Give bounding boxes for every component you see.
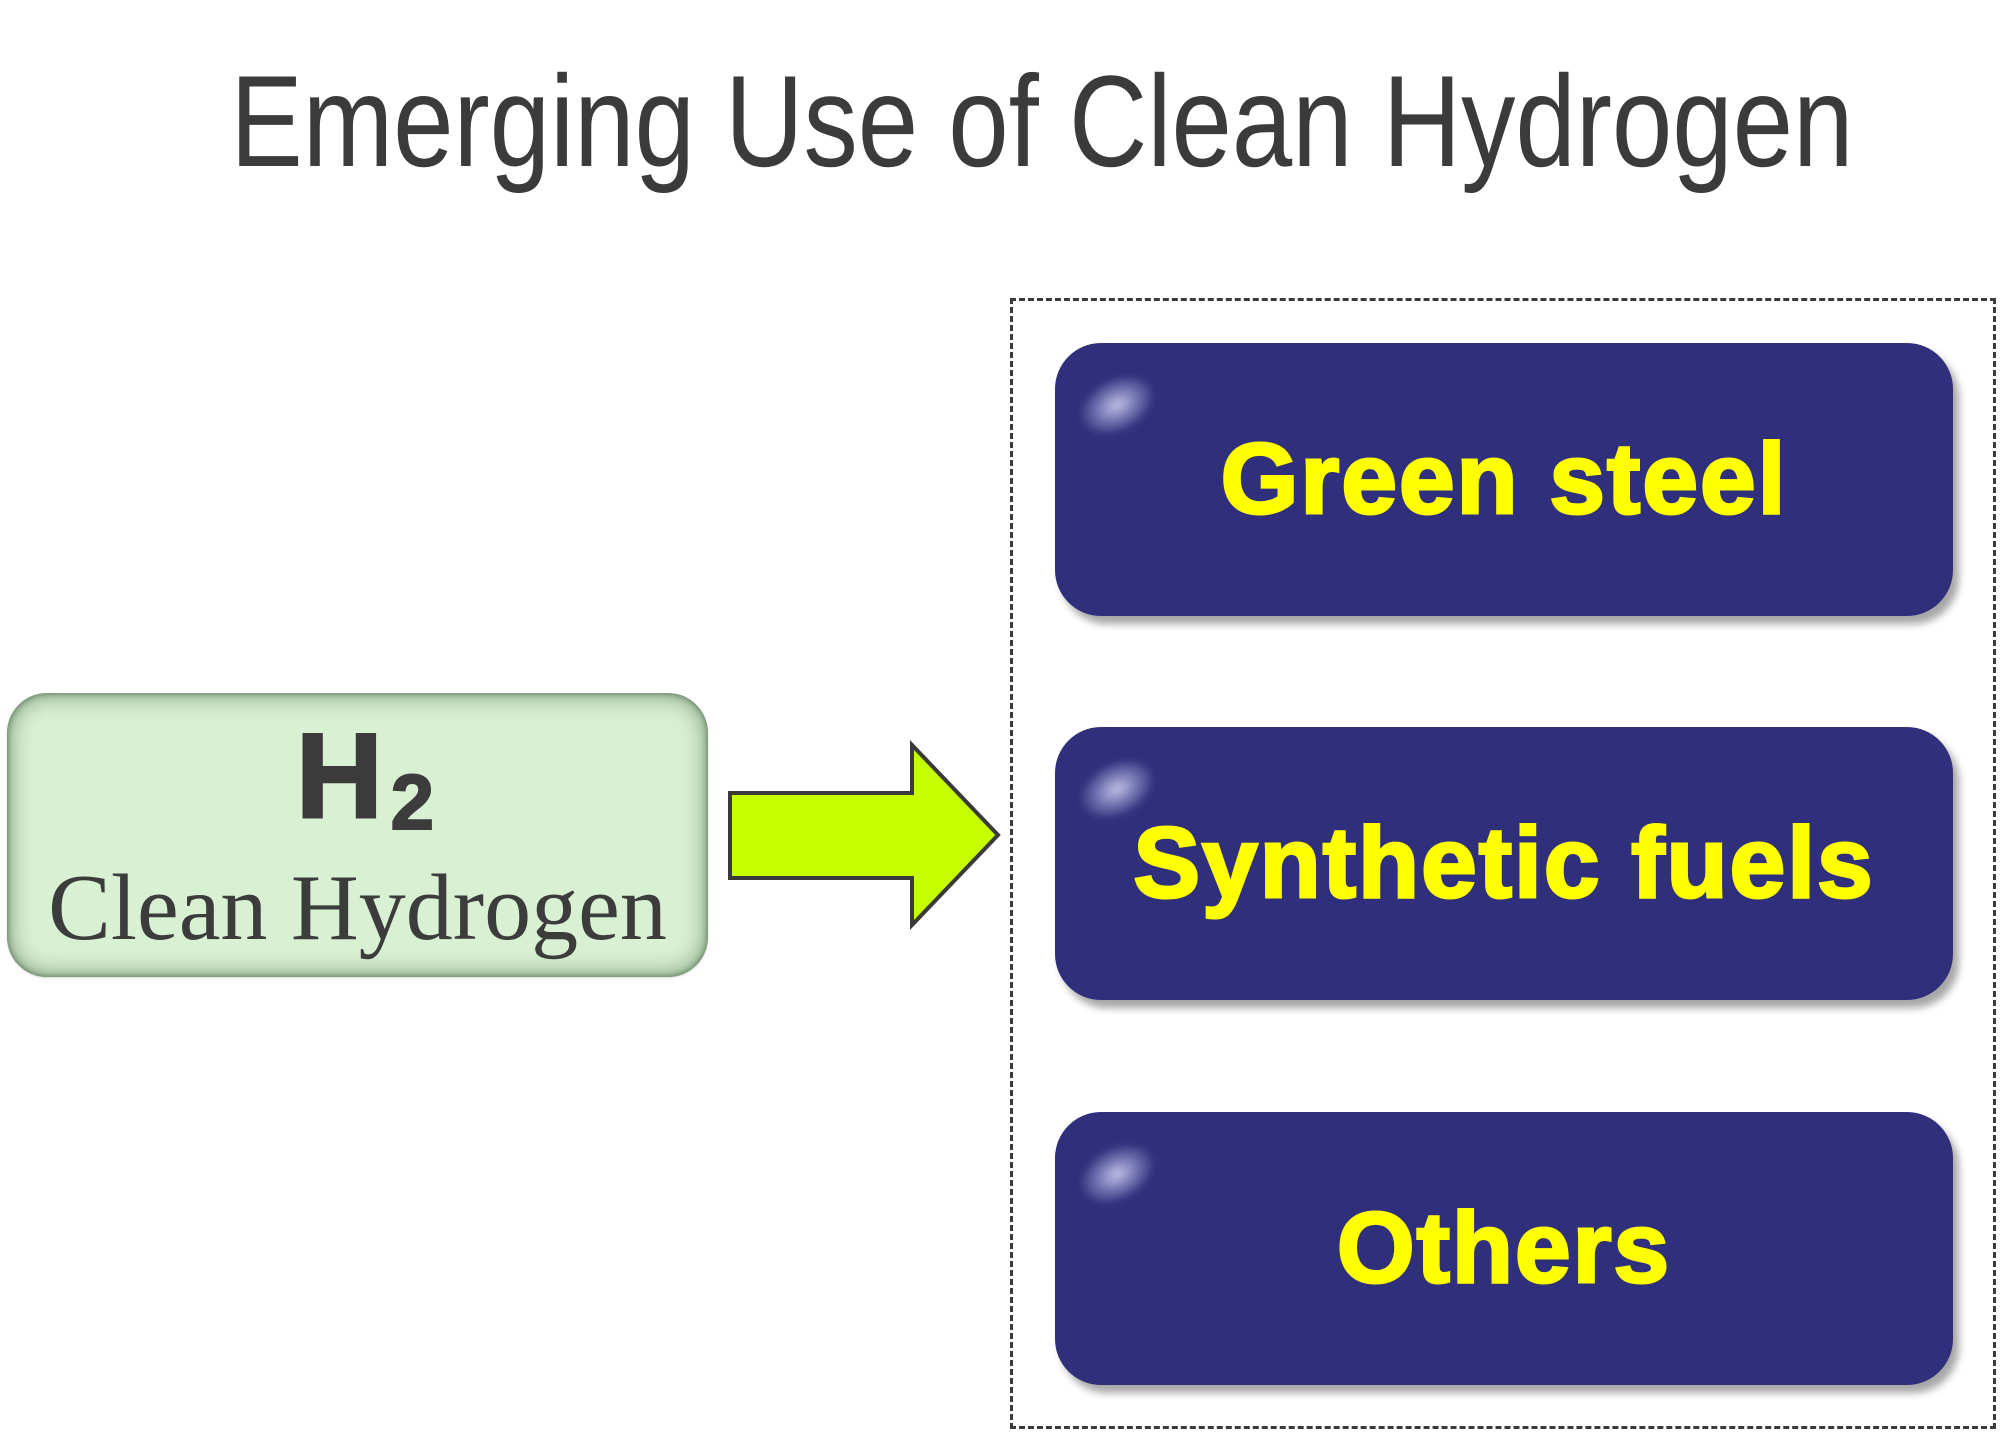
- h2-symbol: H: [295, 709, 385, 843]
- use-box-green-steel: Green steel: [1055, 343, 1953, 616]
- use-label: Green steel: [1219, 422, 1788, 537]
- h2-subscript: 2: [390, 758, 435, 846]
- clean-hydrogen-label: Clean Hydrogen: [48, 856, 667, 960]
- use-label: Synthetic fuels: [1132, 806, 1875, 921]
- title-text: Emerging Use of Clean Hydrogen: [230, 48, 1854, 194]
- use-box-synthetic-fuels: Synthetic fuels: [1055, 727, 1953, 1000]
- use-box-others: Others: [1055, 1112, 1953, 1385]
- use-label: Others: [1335, 1191, 1672, 1306]
- uses-group-dashed-frame: [1010, 298, 1996, 1429]
- right-arrow-icon: [728, 740, 1001, 930]
- diagram-title: Emerging Use of Clean Hydrogen: [0, 46, 2000, 196]
- clean-hydrogen-box: [7, 693, 708, 977]
